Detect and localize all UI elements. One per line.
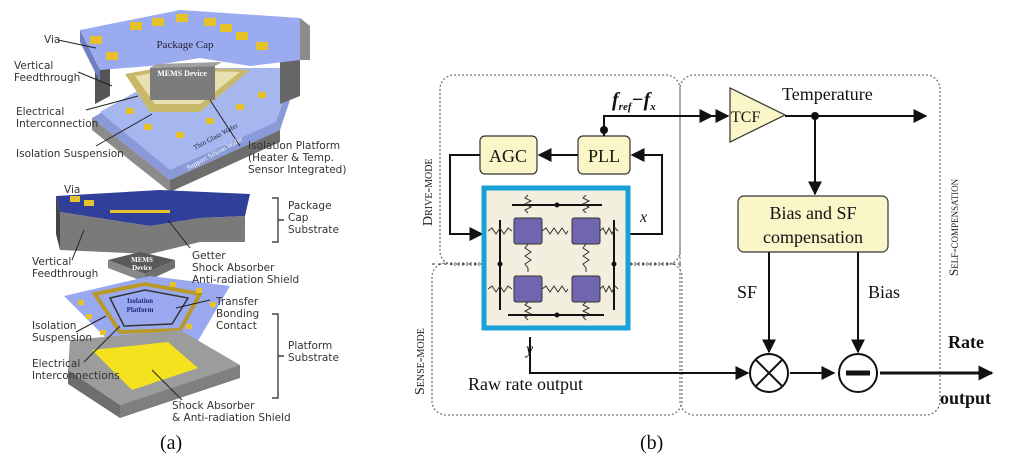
callout-electrical-interconnection: Electrical Interconnection <box>16 106 99 130</box>
caption-b: (b) <box>640 432 664 454</box>
callout-isolation-platform: Isolation Platform (Heater & Temp. Senso… <box>248 140 347 176</box>
proof-mass <box>571 275 601 303</box>
package-cap-substrate <box>56 190 250 226</box>
panel-b-block-diagram: Drive-mode Sense-mode Self-compensation … <box>413 74 994 416</box>
self-compensation-label: Self-compensation <box>946 178 961 276</box>
caption-a: (a) <box>160 432 183 454</box>
callout-transfer-bonding: Transfer Bonding Contact <box>216 296 260 332</box>
region-drive-mode <box>439 74 681 266</box>
bracket-label-package-cap-substrate: Package Cap Substrate <box>288 200 339 236</box>
raw-rate-output-label: Raw rate output <box>468 374 583 394</box>
pll-label: PLL <box>588 146 620 166</box>
mems-device-label: MEMS Device <box>157 69 207 78</box>
assembled-package-illustration: Package Cap MEMS Device Thin Glass Wafer… <box>57 10 310 192</box>
sense-mode-label: Sense-mode <box>413 328 428 395</box>
callout-isolation-suspension-top: Isolation Suspension <box>16 148 124 160</box>
exploded-mems-device <box>108 252 175 274</box>
drive-mode-label: Drive-mode <box>421 158 436 226</box>
callout-isolation-suspension-exploded: Isolation Suspension <box>32 320 93 344</box>
callout-via-top: Via <box>44 34 61 46</box>
rate-output-label-line2: output <box>940 388 991 408</box>
callout-vertical-feedthrough-top: Vertical Feedthrough <box>14 60 81 84</box>
proof-mass <box>571 217 601 245</box>
sf-label: SF <box>737 282 757 302</box>
gyroscope-mechanical-model <box>481 185 631 331</box>
proof-mass <box>513 217 543 245</box>
mems-device <box>150 66 215 100</box>
region-sense-mode <box>431 262 683 416</box>
callout-shock-absorber: Shock Absorber & Anti-radiation Shield <box>172 400 291 424</box>
panel-a: Package Cap MEMS Device Thin Glass Wafer… <box>0 0 380 472</box>
bias-sf-label-line2: compensation <box>763 227 863 247</box>
callout-via-exploded: Via <box>64 184 81 196</box>
package-cap-label: Package Cap <box>156 39 214 51</box>
bias-label: Bias <box>868 282 900 302</box>
callout-electrical-interconnections: Electrical Interconnections <box>32 358 120 382</box>
region-self-compensation <box>679 74 941 416</box>
bias-sf-label-line1: Bias and SF <box>769 203 856 223</box>
callout-getter: Getter Shock Absorber Anti-radiation Shi… <box>192 250 300 286</box>
temperature-label: Temperature <box>782 84 873 104</box>
multiplier-node <box>749 353 789 393</box>
tcf-amplifier <box>729 87 787 143</box>
subtractor-node <box>838 353 878 393</box>
rate-output-label-line1: Rate <box>948 332 984 352</box>
callout-vertical-feedthrough-exploded: Vertical Feedthrough <box>32 256 99 280</box>
agc-label: AGC <box>489 146 527 166</box>
bias-sf-compensation-block <box>737 195 889 253</box>
proof-mass <box>513 275 543 303</box>
x-signal-label: x <box>639 209 647 226</box>
tcf-label: TCF <box>731 109 760 126</box>
via-pads <box>90 14 268 60</box>
bracket-label-platform-substrate: Platform Substrate <box>288 340 339 364</box>
frequency-difference-label: fref−fx <box>612 89 656 113</box>
